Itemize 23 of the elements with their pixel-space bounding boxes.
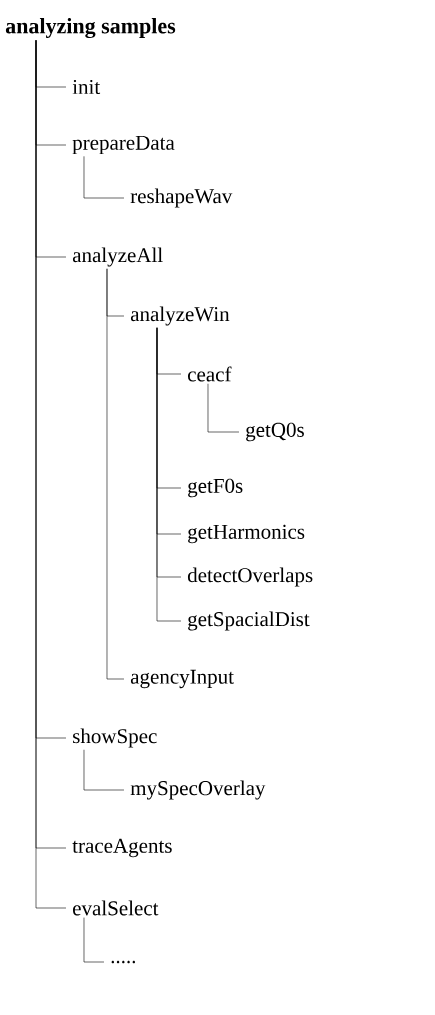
tree-item-label: getSpacialDist	[188, 611, 310, 631]
tree-item-label: showSpec	[73, 728, 157, 748]
tree-item-label: reshapeWav	[130, 188, 233, 208]
tree-item-label: prepareData	[72, 135, 175, 155]
tree-item-label: analyzeAll	[72, 247, 163, 267]
tree-connector	[83, 749, 125, 791]
tree-item-label: agencyInput	[130, 669, 234, 689]
tree-item-label: mySpecOverlay	[130, 780, 266, 800]
tree-item-label: ceacf	[188, 366, 232, 382]
tree-item-label: getHarmonics	[188, 524, 305, 544]
tree-item-label: getQ0s	[246, 422, 304, 442]
tree-item-label: .....	[111, 960, 136, 964]
tree-connector	[83, 156, 125, 199]
tree-item-label: init	[72, 79, 101, 95]
tree-item-label: evalSelect	[73, 900, 159, 916]
tree-item-label: getF0s	[188, 478, 243, 498]
tree-root-label: analyzing samples	[5, 17, 176, 39]
tree-item-label: analyzeWin	[130, 306, 230, 326]
tree-item-label: detectOverlaps	[187, 567, 313, 587]
tree-item-label: traceAgents	[72, 838, 172, 858]
tree-connector	[83, 917, 105, 963]
tree-connector	[106, 268, 125, 680]
tree-connector	[207, 383, 240, 433]
